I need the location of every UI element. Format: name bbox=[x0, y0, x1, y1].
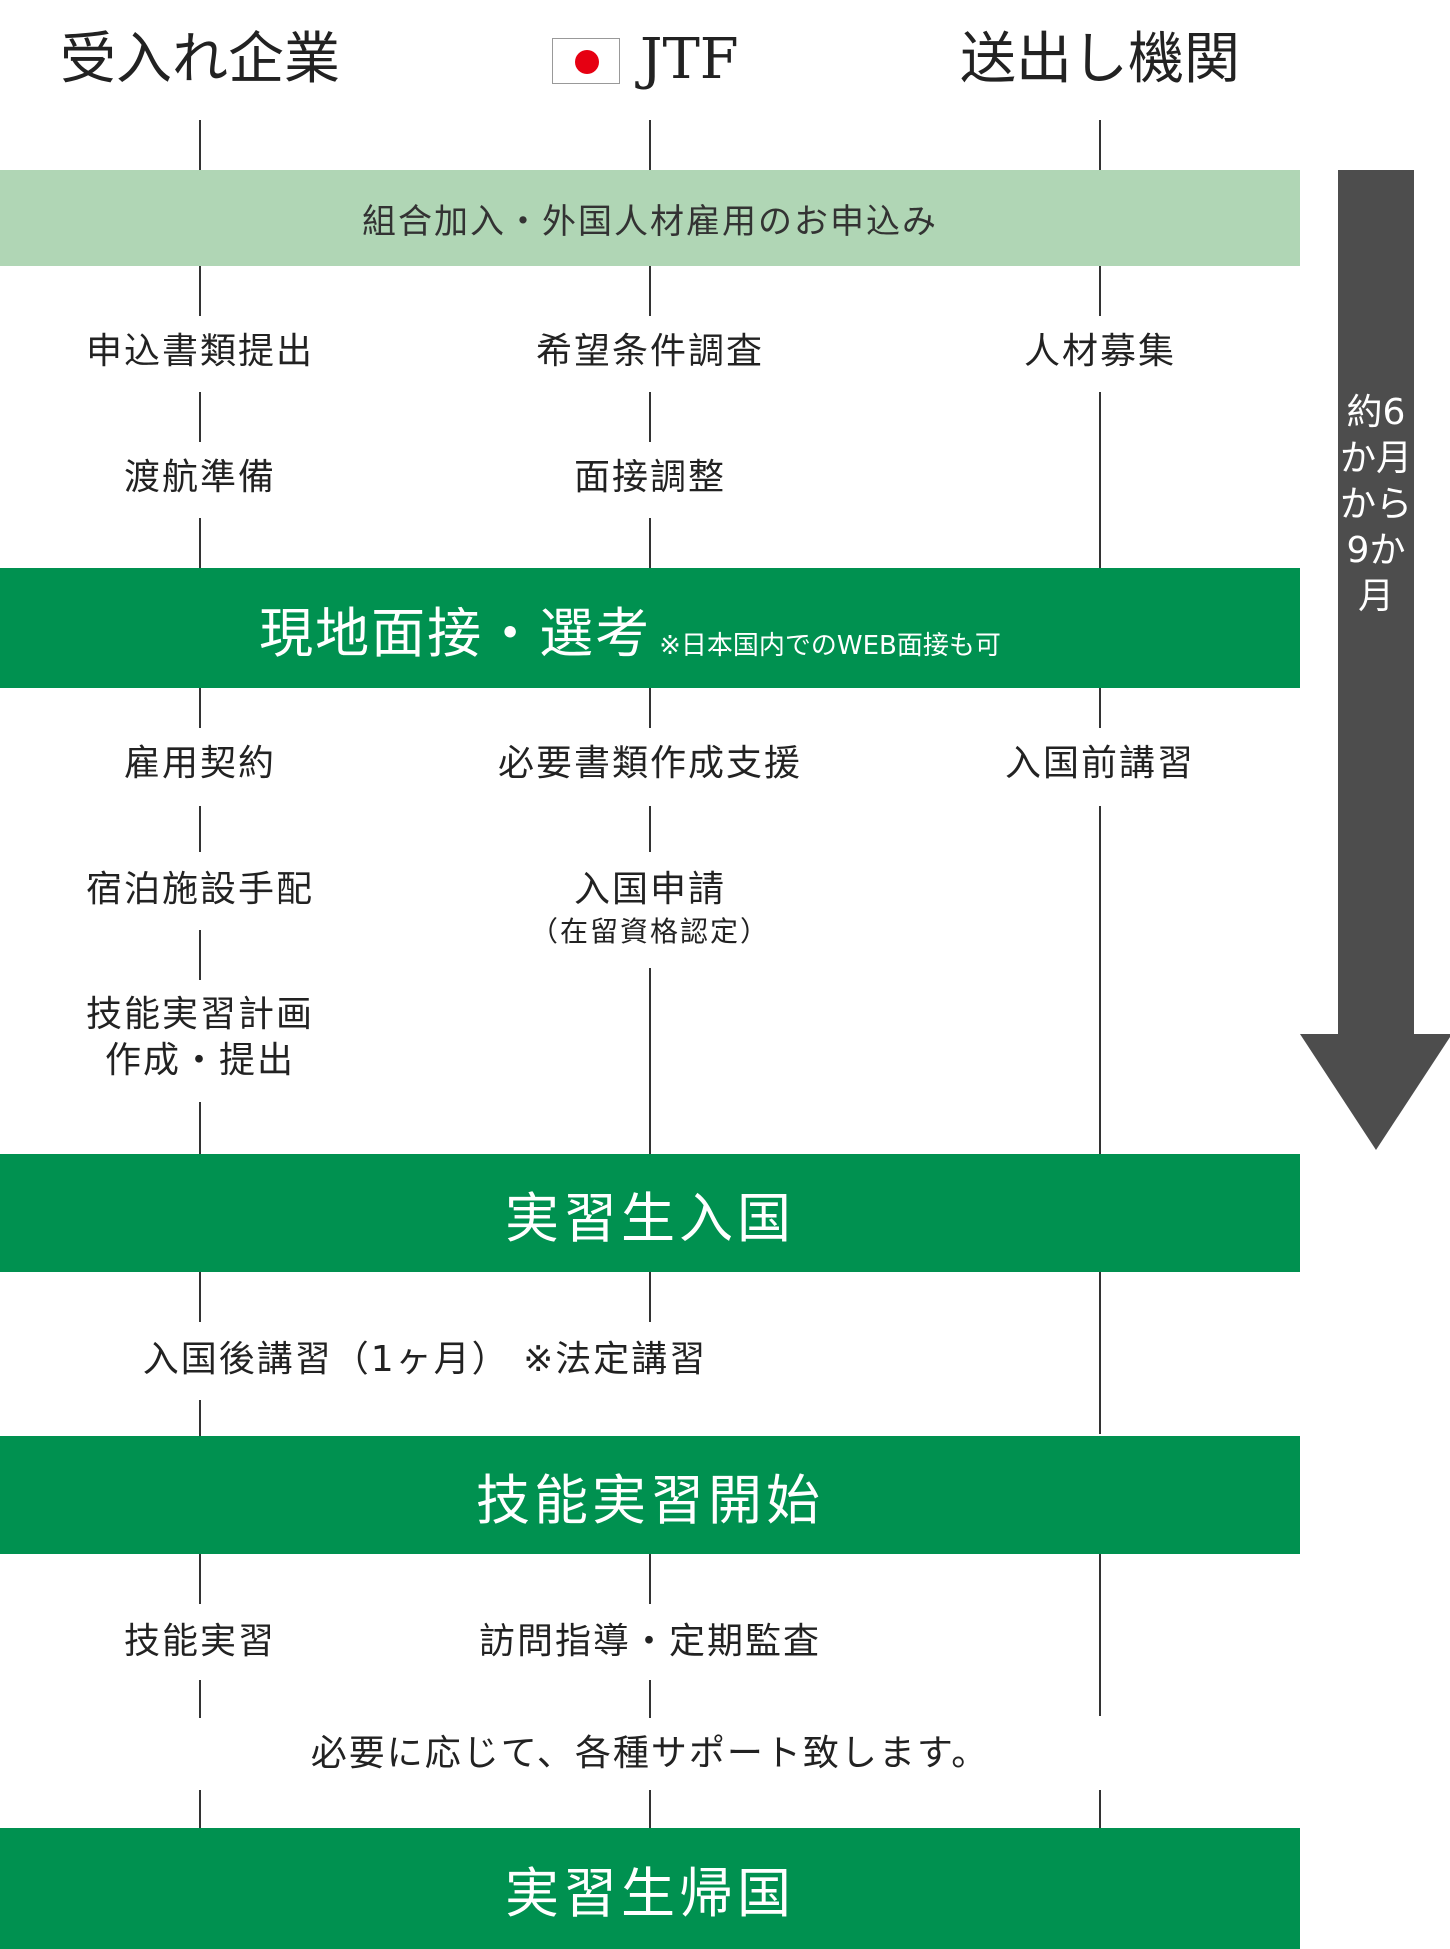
step-jtf-interview-adjust: 面接調整 bbox=[573, 457, 727, 498]
band-apply: 組合加入・外国人材雇用のお申込み bbox=[0, 170, 1300, 266]
band-entry-label: 実習生入国 bbox=[505, 1186, 795, 1250]
step-company-plan-line2: 作成・提出 bbox=[104, 1040, 296, 1081]
header-agency: 送出し機関 bbox=[960, 27, 1240, 92]
step-jtf-entry-apply: 入国申請 （在留資格認定） bbox=[530, 866, 770, 950]
step-jtf-entry-apply-sub: （在留資格認定） bbox=[529, 915, 771, 948]
duration-label: 約6か月から9か月 bbox=[1339, 392, 1412, 617]
step-agency-training: 入国前講習 bbox=[1004, 743, 1196, 784]
step-company-submit: 申込書類提出 bbox=[85, 331, 315, 372]
step-company-plan: 技能実習計画 作成・提出 bbox=[86, 992, 314, 1084]
step-jtf-entry-apply-label: 入国申請 bbox=[573, 869, 727, 910]
step-company-travel: 渡航準備 bbox=[123, 457, 277, 498]
band-return-label: 実習生帰国 bbox=[505, 1862, 795, 1925]
duration-arrow bbox=[1338, 170, 1414, 1034]
band-start: 技能実習開始 bbox=[0, 1436, 1300, 1554]
step-post-entry-training: 入国後講習（1ヶ月） ※法定講習 bbox=[142, 1339, 708, 1380]
header-jtf: JTF bbox=[640, 27, 739, 92]
band-return: 実習生帰国 bbox=[0, 1828, 1300, 1949]
step-support: 必要に応じて、各種サポート致します。 bbox=[310, 1733, 990, 1774]
header-company: 受入れ企業 bbox=[60, 27, 340, 92]
step-jtf-docs: 必要書類作成支援 bbox=[497, 743, 803, 784]
step-jtf-survey: 希望条件調査 bbox=[535, 331, 765, 372]
step-company-contract: 雇用契約 bbox=[123, 743, 277, 784]
duration-arrow-head bbox=[1300, 1034, 1450, 1150]
band-interview-title: 現地面接・選考 bbox=[259, 601, 652, 665]
step-company-plan-line1: 技能実習計画 bbox=[85, 994, 315, 1035]
step-company-housing: 宿泊施設手配 bbox=[85, 869, 315, 910]
step-agency-recruit: 人材募集 bbox=[1023, 331, 1177, 372]
band-interview-note: ※日本国内でのWEB面接も可 bbox=[659, 631, 1001, 661]
step-company-practice: 技能実習 bbox=[123, 1621, 277, 1662]
step-jtf-audit: 訪問指導・定期監査 bbox=[478, 1621, 822, 1662]
band-apply-label: 組合加入・外国人材雇用のお申込み bbox=[362, 201, 938, 242]
band-entry: 実習生入国 bbox=[0, 1154, 1300, 1272]
band-interview: 現地面接・選考 ※日本国内でのWEB面接も可 bbox=[0, 568, 1300, 688]
band-start-label: 技能実習開始 bbox=[476, 1468, 824, 1532]
japan-flag-icon bbox=[552, 38, 620, 84]
